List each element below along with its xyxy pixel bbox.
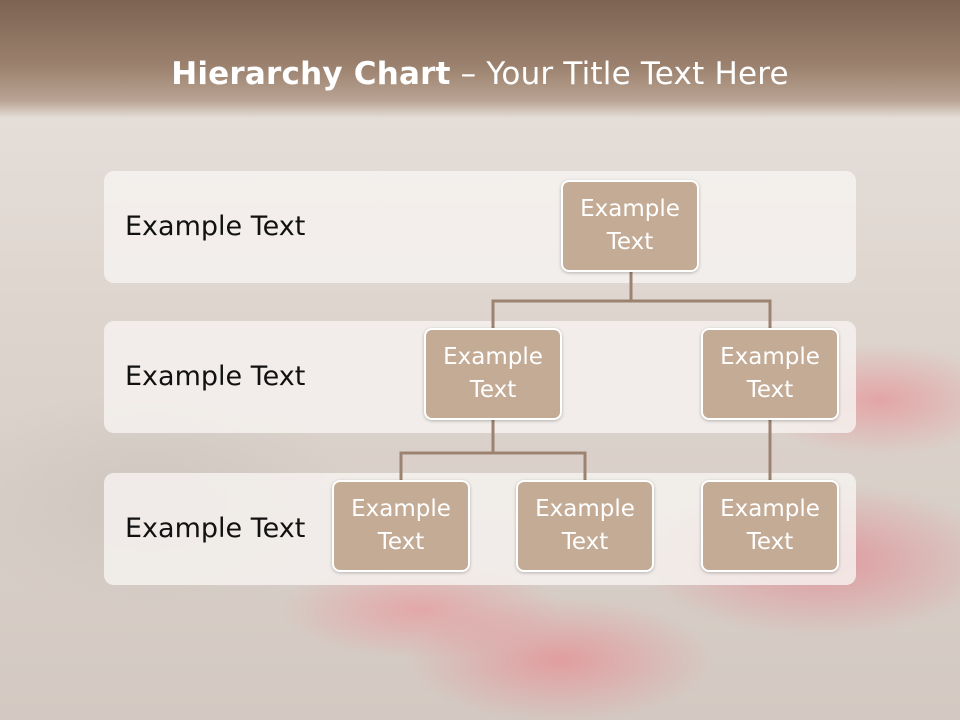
level-label-2: Example Text — [125, 361, 306, 392]
node-level3-left-b[interactable]: Example Text — [516, 480, 654, 572]
connector-root-children — [491, 272, 633, 329]
node-root-label: Example Text — [580, 196, 680, 255]
node-root[interactable]: Example Text — [561, 180, 699, 272]
slide-title: Hierarchy Chart – Your Title Text Here — [0, 56, 960, 92]
node-level2-left-label: Example Text — [443, 344, 543, 403]
node-level2-left[interactable]: Example Text — [424, 328, 562, 420]
level-label-1: Example Text — [125, 211, 306, 242]
connector-l2left-children — [399, 420, 495, 481]
node-level3-right-label: Example Text — [720, 496, 820, 555]
node-level3-left-b-label: Example Text — [535, 496, 635, 555]
node-level2-right-label: Example Text — [720, 344, 820, 403]
node-level3-left-a-label: Example Text — [351, 496, 451, 555]
node-level3-left-a[interactable]: Example Text — [332, 480, 470, 572]
connector-l2left-right — [493, 451, 587, 481]
slide-title-rest: – Your Title Text Here — [450, 56, 789, 92]
node-level2-right[interactable]: Example Text — [701, 328, 839, 420]
node-level3-right[interactable]: Example Text — [701, 480, 839, 572]
slide-title-bold: Hierarchy Chart — [171, 56, 451, 92]
title-band — [0, 0, 960, 118]
connector-root-right — [631, 299, 772, 329]
level-label-3: Example Text — [125, 513, 306, 544]
level-band-1: Example Text — [104, 171, 856, 283]
